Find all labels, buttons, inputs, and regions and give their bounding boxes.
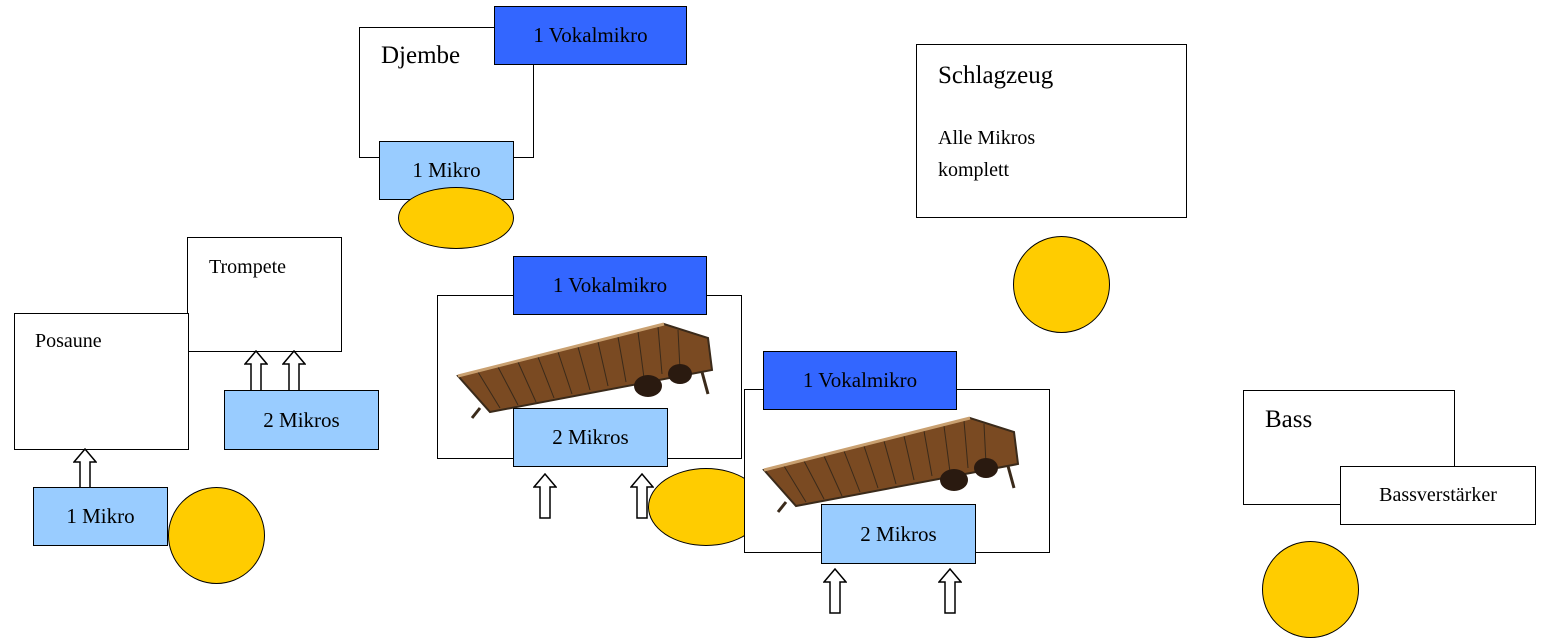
schlagzeug-note-2: komplett <box>938 159 1010 181</box>
up-arrow-icon <box>244 350 268 392</box>
trompete-box <box>187 237 342 352</box>
up-arrow-icon <box>533 473 557 519</box>
schlagzeug-label: Schlagzeug <box>938 62 1054 89</box>
marimba-right-mic: 2 Mikros <box>821 504 976 564</box>
djembe-seat <box>398 187 514 249</box>
schlagzeug-box <box>916 44 1187 218</box>
posaune-label: Posaune <box>35 330 102 352</box>
schlagzeug-seat <box>1013 236 1110 333</box>
up-arrow-icon <box>938 568 962 614</box>
marimba-left-vocal-mic: 1 Vokalmikro <box>513 256 707 315</box>
trompete-mic: 2 Mikros <box>224 390 379 450</box>
posaune-mic: 1 Mikro <box>33 487 168 546</box>
bass-amp-box: Bassverstärker <box>1340 466 1536 525</box>
djembe-vocal-mic: 1 Vokalmikro <box>494 6 687 65</box>
marimba-image <box>762 416 1020 513</box>
marimba-image <box>456 322 714 419</box>
posaune-box <box>14 313 189 450</box>
djembe-label: Djembe <box>381 42 461 69</box>
schlagzeug-note-1: Alle Mikros <box>938 127 1036 149</box>
marimba-left-mic: 2 Mikros <box>513 408 668 467</box>
marimba-right-vocal-mic: 1 Vokalmikro <box>763 351 957 410</box>
up-arrow-icon <box>630 473 654 519</box>
trompete-label: Trompete <box>209 256 287 278</box>
up-arrow-icon <box>73 448 97 490</box>
up-arrow-icon <box>823 568 847 614</box>
posaune-seat <box>168 487 265 584</box>
up-arrow-icon <box>282 350 306 392</box>
bass-seat <box>1262 541 1359 638</box>
bass-label: Bass <box>1265 406 1313 433</box>
bass-amp-label: Bassverstärker <box>1379 484 1497 506</box>
